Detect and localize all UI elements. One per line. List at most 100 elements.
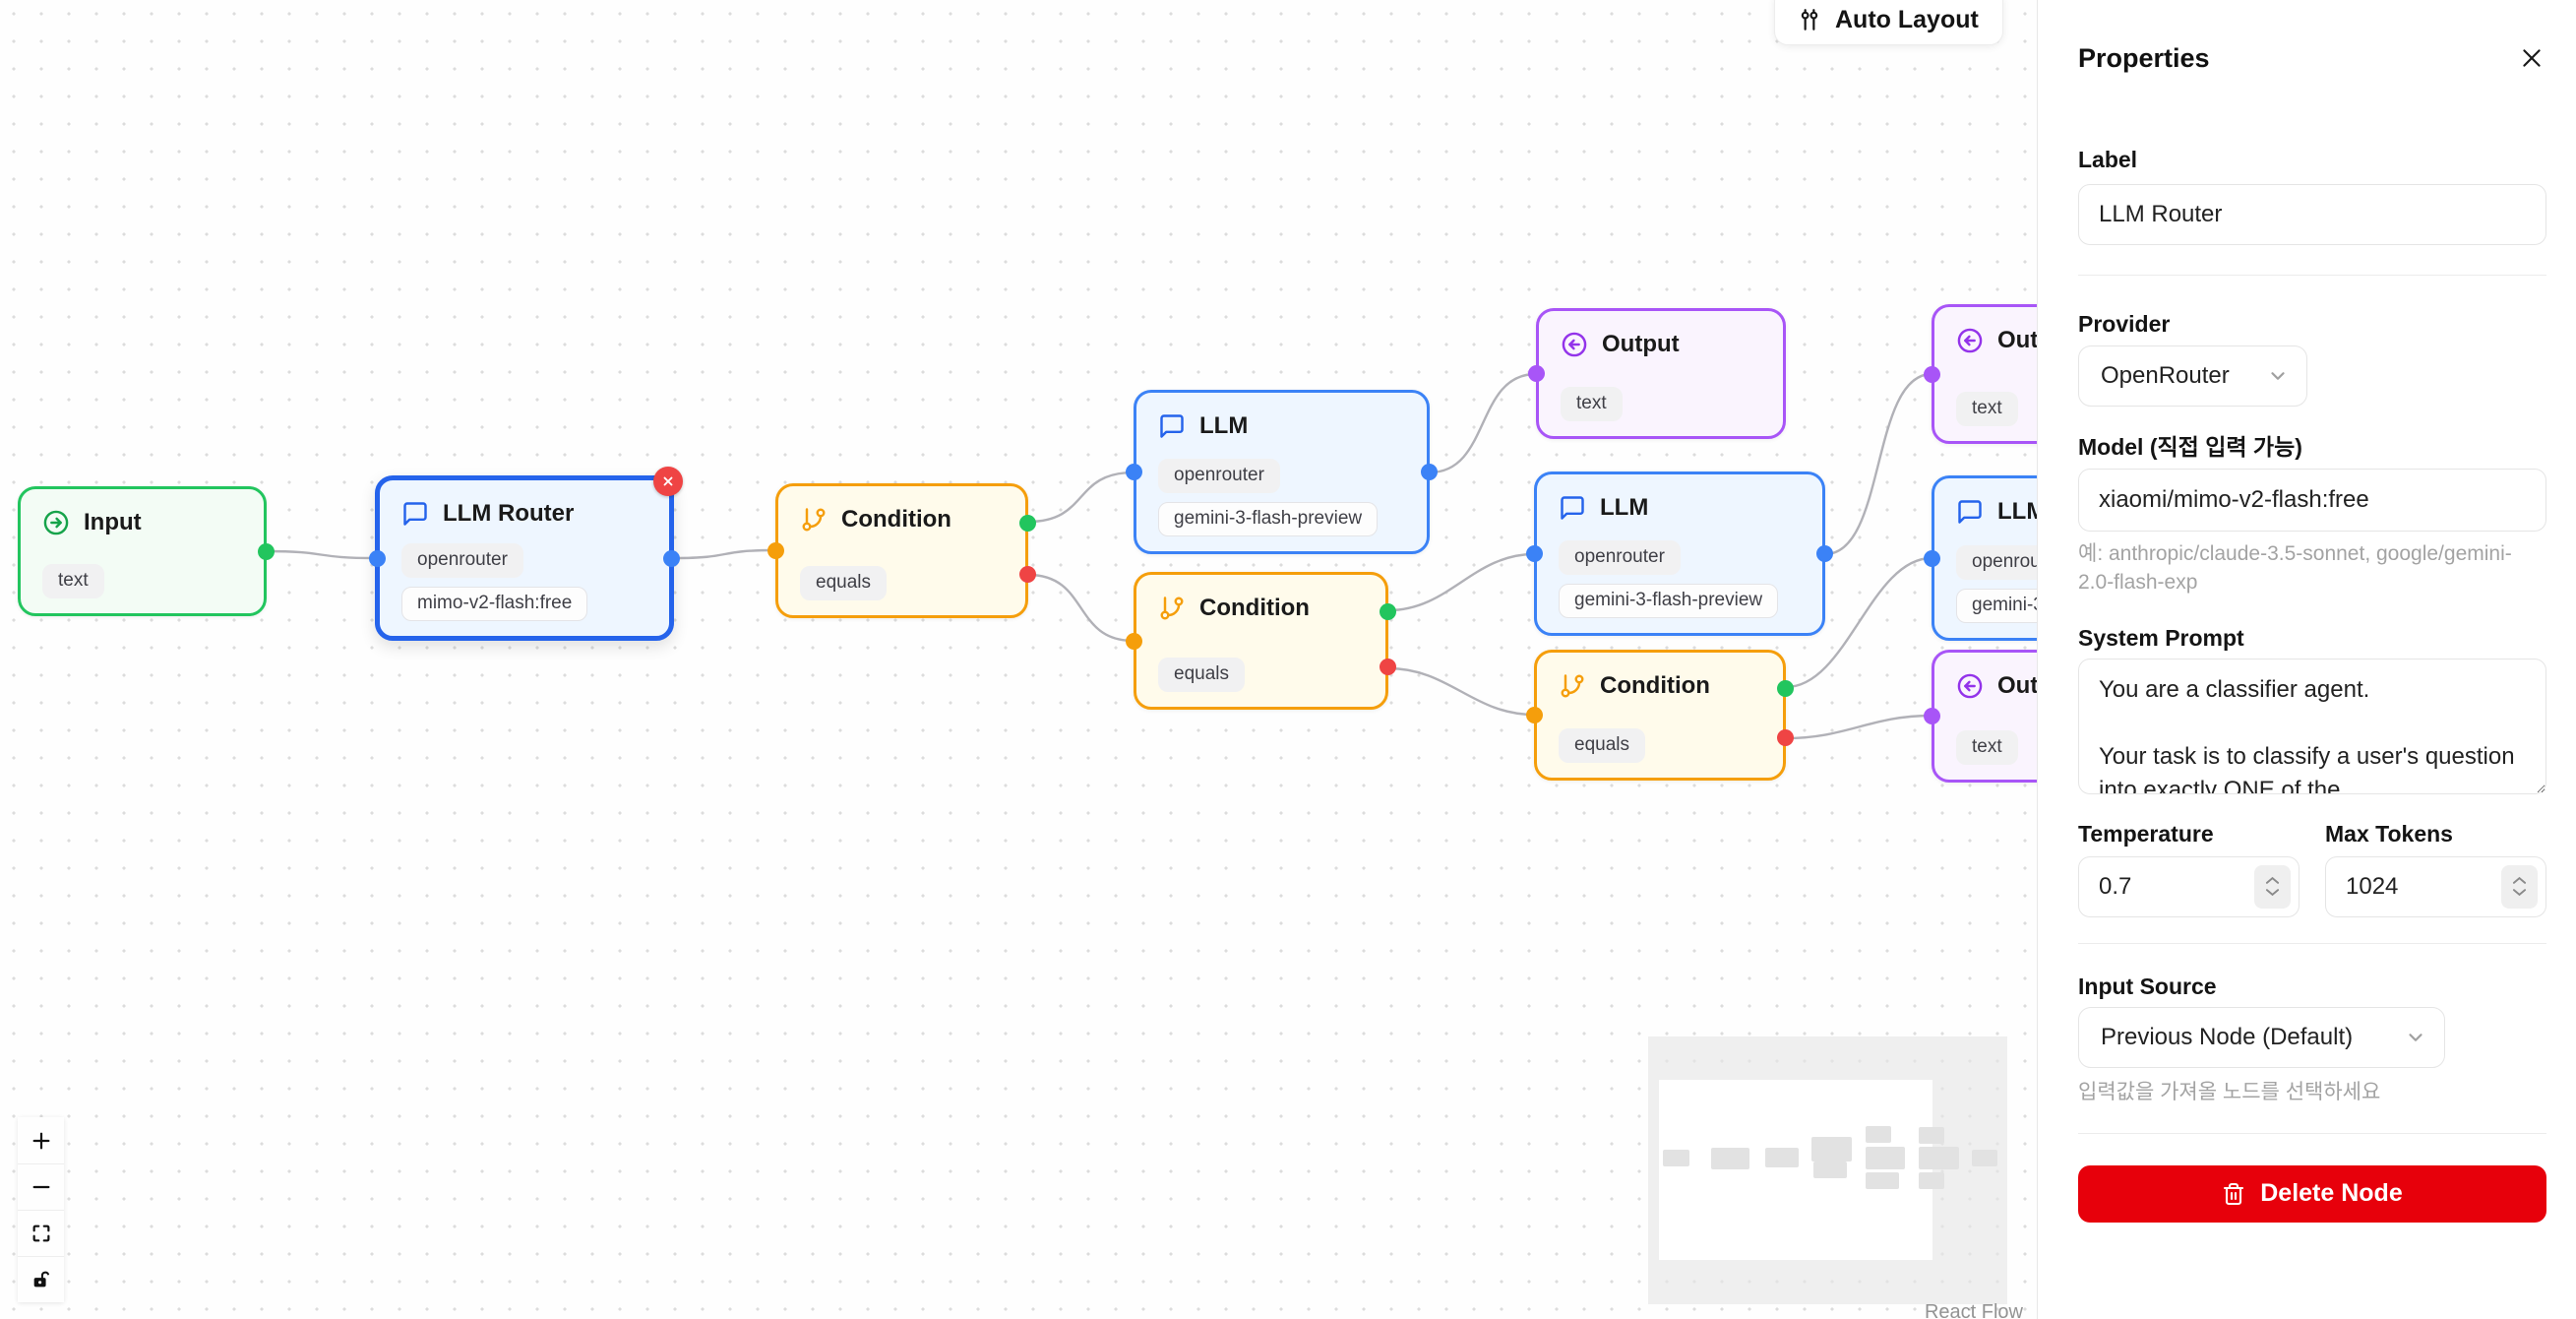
system-prompt-textarea[interactable]: You are a classifier agent. Your task is…	[2078, 658, 2546, 794]
chevron-up-icon	[2512, 877, 2527, 885]
git-branch-icon	[800, 506, 828, 534]
minimap-node	[1811, 1137, 1852, 1162]
right-handle-red[interactable]	[1777, 728, 1794, 746]
minimap-node	[1866, 1147, 1905, 1169]
node-badge: openrouter	[1158, 459, 1280, 494]
lock-button[interactable]	[18, 1256, 64, 1302]
node-badge: gemini-3-flash-preview	[1956, 589, 2037, 623]
max-tokens-stepper[interactable]	[2501, 864, 2538, 909]
node-condition-1[interactable]: Condition equals	[767, 483, 1036, 618]
message-square-icon	[401, 500, 429, 528]
provider-field-label: Provider	[2078, 311, 2171, 337]
fit-view-button[interactable]	[18, 1210, 64, 1256]
right-handle-red[interactable]	[1019, 565, 1036, 583]
minimap-node	[1765, 1148, 1799, 1167]
left-handle-blue[interactable]	[1126, 464, 1142, 480]
label-field-label: Label	[2078, 147, 2138, 172]
sliders-vertical-icon	[1797, 7, 1822, 32]
model-input[interactable]	[2078, 469, 2546, 532]
arrow-left-circle-icon	[1561, 331, 1588, 358]
input-source-value: Previous Node (Default)	[2101, 1023, 2354, 1050]
left-handle-blue[interactable]	[1526, 545, 1543, 562]
delete-node-label: Delete Node	[2260, 1179, 2403, 1208]
right-handle-green[interactable]	[258, 542, 275, 560]
system-prompt-label: System Prompt	[2078, 624, 2244, 651]
max-tokens-label: Max Tokens	[2325, 820, 2453, 847]
right-handle-green[interactable]	[1380, 603, 1396, 621]
close-panel-button[interactable]	[2517, 43, 2546, 76]
edge	[673, 548, 776, 560]
right-handle-blue[interactable]	[1816, 545, 1833, 562]
node-title: Output	[1997, 327, 2037, 353]
node-badge: equals	[1559, 728, 1645, 763]
zoom-in-button[interactable]	[18, 1117, 64, 1163]
node-title: Condition	[1600, 672, 1710, 699]
chevron-down-icon	[2271, 372, 2285, 380]
left-handle-blue[interactable]	[1924, 549, 1940, 567]
minimap-node	[1919, 1147, 1959, 1169]
left-handle-purple[interactable]	[1924, 365, 1940, 383]
node-badge: equals	[1158, 658, 1245, 692]
delete-node-button[interactable]: Delete Node	[2078, 1164, 2546, 1223]
left-handle-purple[interactable]	[1924, 708, 1940, 724]
node-condition-3[interactable]: Condition equals	[1526, 650, 1794, 781]
left-handle-orange[interactable]	[1126, 632, 1142, 650]
left-handle-blue[interactable]	[369, 549, 386, 567]
react-flow-attribution: React Flow	[1924, 1301, 2023, 1319]
node-delete-icon[interactable]	[653, 467, 683, 496]
model-field-label: Model (직접 입력 가능)	[2078, 434, 2302, 460]
minimap-node	[1866, 1172, 1899, 1189]
arrow-right-circle-icon	[42, 509, 70, 536]
right-handle-green[interactable]	[1019, 514, 1036, 532]
message-square-icon	[1559, 494, 1586, 522]
chevron-down-icon	[2512, 889, 2527, 897]
git-branch-icon	[1158, 595, 1186, 622]
edge	[1027, 573, 1135, 643]
minimap-node	[1972, 1150, 1997, 1166]
zoom-out-button[interactable]	[18, 1163, 64, 1210]
zoom-controls	[18, 1117, 64, 1302]
left-handle-orange[interactable]	[1526, 707, 1543, 723]
minimap-node	[1919, 1127, 1944, 1144]
edge	[1429, 372, 1537, 474]
close-icon	[2523, 49, 2541, 67]
input-source-select[interactable]: Previous Node (Default)	[2078, 1006, 2445, 1068]
minimap-node	[1813, 1162, 1847, 1178]
label-input[interactable]	[2078, 184, 2546, 245]
minimap[interactable]	[1648, 1036, 2007, 1304]
right-handle-blue[interactable]	[663, 549, 680, 567]
model-hint: 예: anthropic/claude-3.5-sonnet, google/g…	[2078, 542, 2512, 594]
trash-icon	[2224, 1182, 2244, 1205]
minimap-viewport[interactable]	[1659, 1080, 1932, 1260]
node-badge: equals	[800, 566, 887, 600]
temperature-stepper[interactable]	[2254, 864, 2291, 909]
node-badge: mimo-v2-flash:free	[401, 587, 588, 621]
unlock-icon	[33, 1271, 49, 1288]
edge-layer	[266, 372, 1932, 740]
provider-select[interactable]: OpenRouter	[2078, 345, 2307, 407]
right-handle-green[interactable]	[1777, 679, 1794, 697]
auto-layout-label: Auto Layout	[1835, 5, 1979, 33]
left-handle-purple[interactable]	[1528, 365, 1545, 382]
right-handle-blue[interactable]	[1421, 464, 1438, 480]
edge	[1785, 714, 1932, 740]
minimap-node	[1663, 1150, 1689, 1166]
fit-view-icon	[32, 1225, 49, 1242]
node-title: Condition	[841, 506, 951, 533]
input-source-label: Input Source	[2078, 973, 2217, 999]
right-handle-red[interactable]	[1380, 659, 1396, 676]
auto-layout-button[interactable]: Auto Layout	[1774, 0, 2003, 45]
left-handle-orange[interactable]	[767, 542, 784, 559]
node-badge: openrouter	[1559, 540, 1681, 576]
node-title: LLM	[1997, 498, 2037, 525]
